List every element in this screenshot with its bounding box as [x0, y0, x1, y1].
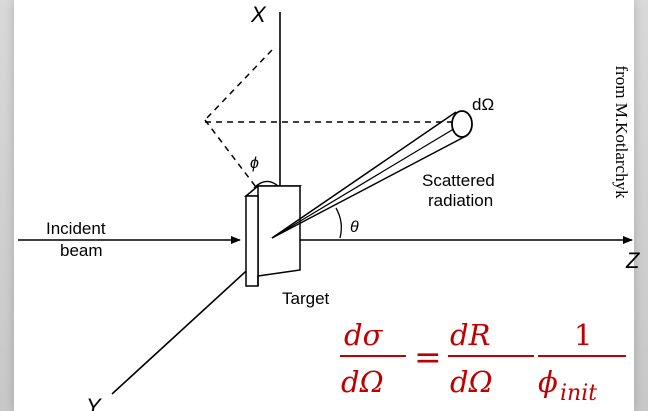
scattered-central-ray [271, 123, 463, 239]
solid-angle-label: dΩ [472, 95, 494, 114]
phi-label: ϕ [250, 155, 259, 172]
theta-label: θ [350, 219, 359, 236]
formula-rhs-numerator: dR [450, 318, 490, 352]
formula-lhs-denominator: dΩ [341, 365, 384, 399]
target-label: Target [282, 289, 330, 308]
image-credit: from M.Kotlarchyk [604, 2, 638, 262]
x-axis-label: X [250, 2, 267, 27]
formula-frac2-denominator-subscript: init [560, 381, 597, 406]
formula-frac2-denominator-base: ϕ [538, 365, 558, 399]
z-axis-label: Z [625, 248, 641, 273]
image-credit-text: from M.Kotlarchyk [612, 65, 631, 199]
incident-label-line1: Incident [46, 219, 106, 238]
incident-label-line2: beam [60, 241, 103, 260]
y-axis-label: Y [86, 394, 102, 411]
solid-angle-cap [451, 110, 473, 138]
scattered-label-line2: radiation [428, 191, 493, 210]
scattered-label-line1: Scattered [422, 171, 495, 190]
formula-frac2-numerator: 1 [574, 318, 592, 352]
target-slab-right [257, 185, 301, 277]
formula-lhs-numerator: dσ [344, 318, 384, 352]
scattered-cone-lower [271, 135, 467, 239]
theta-arc [335, 207, 342, 239]
slide-panel [14, 0, 634, 411]
scattered-cone-upper [271, 111, 457, 239]
cross-section-formula: dσ dΩ = dR dΩ 1 ϕ init [340, 318, 626, 406]
dashed-line-top [204, 49, 273, 121]
target-slab-front [245, 195, 259, 287]
phi-arc [253, 180, 279, 189]
dashed-line-projection [204, 119, 263, 196]
formula-rhs-denominator: dΩ [450, 365, 493, 399]
formula-equals: = [414, 337, 442, 376]
